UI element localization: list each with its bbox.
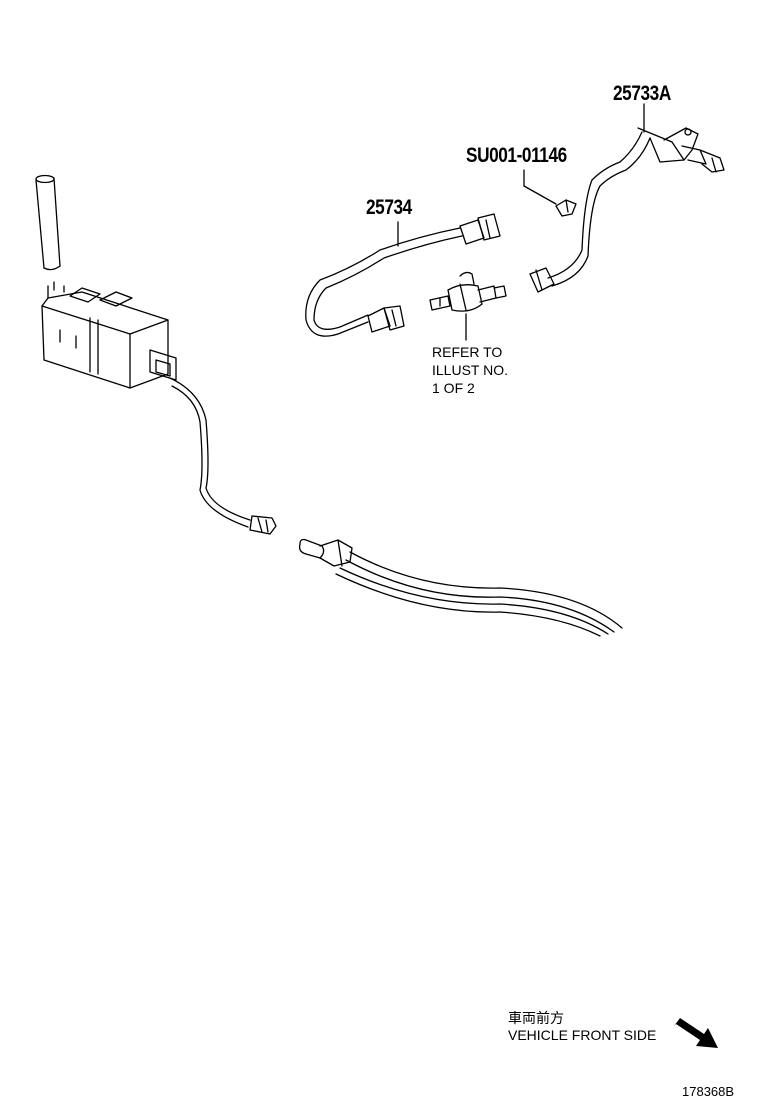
vent-hose xyxy=(35,174,61,271)
callout-25734: 25734 xyxy=(366,196,412,219)
charcoal-canister xyxy=(41,281,177,389)
check-valve xyxy=(429,271,507,312)
reference-note-line-1: REFER TO xyxy=(432,344,503,360)
clip-leader xyxy=(523,169,557,205)
arrow-down-right-icon xyxy=(674,1018,718,1048)
reference-note: REFER TO ILLUST NO. 1 OF 2 xyxy=(432,343,508,397)
fuel-lines xyxy=(298,538,623,637)
callout-25733a: 25733A xyxy=(613,82,671,105)
reference-note-line-3: 1 OF 2 xyxy=(432,380,475,396)
reference-note-line-2: ILLUST NO. xyxy=(432,362,508,378)
callout-su001-01146: SU001-01146 xyxy=(466,144,567,167)
front-label-english: VEHICLE FRONT SIDE xyxy=(508,1027,657,1043)
front-label-japanese: 車両前方 xyxy=(508,1010,564,1026)
illustration-number: 178368B xyxy=(682,1084,735,1099)
hose-25733a xyxy=(529,127,725,293)
clip-part xyxy=(555,199,577,217)
canister-pipe xyxy=(169,377,277,535)
hose-25734 xyxy=(305,213,501,337)
